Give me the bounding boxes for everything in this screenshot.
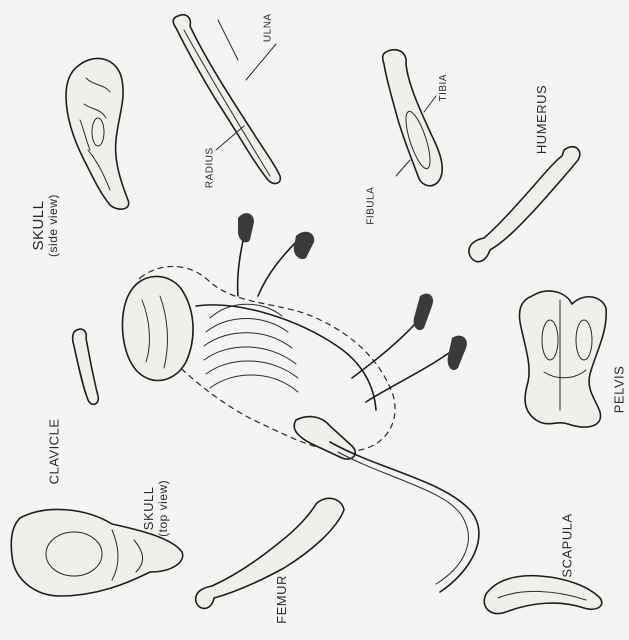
label-skull-side-view: SKULL (side view): [30, 194, 61, 257]
femur-drawing: [196, 498, 344, 608]
rib-cage-drawing: [204, 304, 298, 392]
clavicle-drawing: [73, 329, 99, 404]
label-radius: RADIUS: [205, 147, 217, 188]
humerus-drawing: [469, 147, 580, 262]
label-tibia: TIBIA: [438, 74, 450, 102]
tibia-fibula-drawing: [383, 50, 443, 186]
label-femur: FEMUR: [275, 575, 290, 624]
label-clavicle: CLAVICLE: [47, 419, 62, 485]
label-fibula: FIBULA: [365, 187, 377, 225]
label-skull-side-subtitle: (side view): [47, 194, 61, 257]
label-skull-top-title: SKULL: [141, 487, 156, 531]
label-ulna: ULNA: [263, 13, 275, 42]
label-scapula: SCAPULA: [561, 513, 576, 577]
scapula-drawing: [484, 576, 602, 614]
pelvis-drawing: [520, 291, 607, 427]
label-skull-top-subtitle: (top view): [157, 480, 171, 537]
label-skull-top-view: SKULL (top view): [142, 480, 171, 537]
label-skull-side-title: SKULL: [30, 201, 47, 251]
skull-side-view-drawing: [66, 58, 129, 209]
label-humerus: HUMERUS: [535, 85, 550, 154]
label-pelvis: PELVIS: [612, 366, 627, 414]
